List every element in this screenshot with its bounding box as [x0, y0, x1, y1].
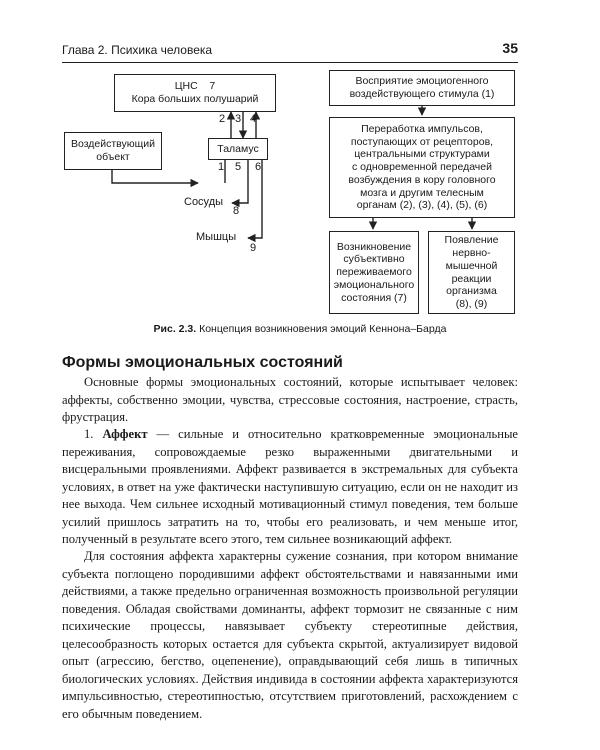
num-5: 5 [235, 161, 242, 173]
num-6: 6 [255, 161, 262, 173]
object-box: Воздействующий объект [64, 132, 162, 170]
list-number: 1. [84, 427, 103, 441]
vessels-label: Сосуды [184, 196, 224, 208]
reaction-line: (8), (9) [455, 298, 488, 311]
reaction-line: нервно- [452, 246, 491, 259]
processing-line: Переработка импульсов, [361, 122, 483, 135]
reaction-line: мышечной [445, 259, 498, 272]
experience-line: субъективно [343, 253, 405, 266]
section-title: Формы эмоциональных состояний [62, 354, 343, 371]
processing-line: возбуждения в кору головного [348, 173, 496, 186]
cortex-label: Кора больших полушарий [131, 93, 259, 105]
paragraph-3: Для состояния аффекта характерны сужение… [62, 548, 518, 723]
processing-line: центральными структурами [354, 148, 490, 161]
experience-line: состояния (7) [341, 291, 407, 304]
cns-box: ЦНС 7 Кора больших полушарий [114, 74, 276, 112]
num-4: 4 [250, 113, 257, 125]
perception-line: Восприятие эмоциогенного [355, 75, 489, 88]
perception-box: Восприятие эмоциогенного воздействующего… [329, 70, 515, 106]
num-8: 8 [233, 205, 240, 217]
caption-label: Рис. 2.3. [153, 323, 197, 335]
processing-line: с одновременной передачей [352, 161, 492, 174]
thalamus-label: Таламус [217, 142, 259, 155]
experience-line: Возникновение [336, 240, 412, 253]
num-9: 9 [250, 242, 257, 254]
processing-line: органам (2), (3), (4), (5), (6) [356, 199, 488, 212]
reaction-line: организма [446, 285, 497, 298]
cns-label: ЦНС [174, 80, 198, 93]
cns-number: 7 [209, 80, 216, 93]
muscles-label: Мышцы [196, 231, 237, 243]
arrow-muscles [247, 160, 263, 243]
page-number: 35 [502, 40, 518, 56]
arrow-object-to-thalamus [111, 170, 199, 188]
experience-line: переживаемого [336, 266, 412, 279]
paragraph-1: Основные формы эмоциональных состояний, … [62, 374, 518, 427]
chapter-title: Глава 2. Психика человека [62, 43, 213, 57]
paragraph-1-text: Основные формы эмоциональных состояний, … [62, 375, 518, 424]
processing-box: Переработка импульсов, поступающих от ре… [329, 117, 515, 218]
figure-caption: Рис. 2.3. Концепция возникновения эмоций… [0, 323, 600, 335]
thalamus-box: Таламус [208, 138, 268, 160]
arrow-vessels [231, 160, 249, 208]
object-line-2: объект [96, 151, 130, 163]
page-header: Глава 2. Психика человека 35 [62, 40, 518, 63]
experience-box: Возникновение субъективно переживаемого … [329, 231, 419, 314]
perception-line: воздействующего стимула (1) [349, 88, 495, 100]
num-3: 3 [235, 113, 242, 125]
reaction-line: реакции [451, 272, 492, 285]
reaction-box: Появление нервно- мышечной реакции орган… [428, 231, 515, 314]
figure-connectors [111, 106, 477, 243]
num-2: 2 [219, 113, 226, 125]
figure: ЦНС 7 Кора больших полушарий Воздействую… [0, 0, 600, 340]
caption-text: Концепция возникновения эмоций Кеннона–Б… [199, 323, 447, 335]
experience-line: эмоционального [333, 278, 415, 291]
processing-line: поступающих от рецепторов, [350, 135, 494, 148]
paragraph-3-text: Для состояния аффекта характерны сужение… [62, 549, 518, 721]
processing-line: мозга и другим телесным [360, 186, 484, 199]
paragraph-2-text: — сильные и относительно кратковременные… [62, 427, 518, 546]
num-1: 1 [218, 161, 225, 173]
reaction-line: Появление [444, 234, 499, 247]
object-line-1: Воздействующий [70, 138, 156, 151]
paragraph-2: 1. Аффект — сильные и относительно кратк… [62, 426, 518, 549]
term-affect: Аффект [102, 427, 148, 441]
